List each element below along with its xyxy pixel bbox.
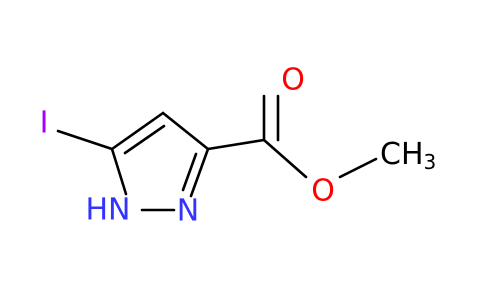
bond-c4-c3 [161,111,210,151]
atom-oxygen-ester: O [311,174,335,209]
atom-n: N [177,194,199,229]
bond-n1-c5 [110,147,128,196]
bonds [56,94,378,212]
atom-labels: I HN N O O CH3 [40,63,437,229]
bond-c3-n2 [189,147,210,198]
atom-methyl: CH3 [380,137,436,175]
methyl-main-text: CH [380,137,424,172]
atom-oxygen-carbonyl: O [281,63,305,98]
bond-c5-c4 [110,111,165,151]
bond-c3-ccarbonyl [206,138,266,151]
bond-c5-i [56,129,114,151]
methyl-subscript: 3 [424,150,437,174]
bond-c5-c4-inner [123,124,166,155]
bond-c3-n2-inner [181,152,198,192]
bond-o-ch3 [338,157,378,179]
atom-nh: HN [86,193,131,228]
atom-iodine: I [40,106,49,141]
bond-c-o-ester [262,138,308,179]
